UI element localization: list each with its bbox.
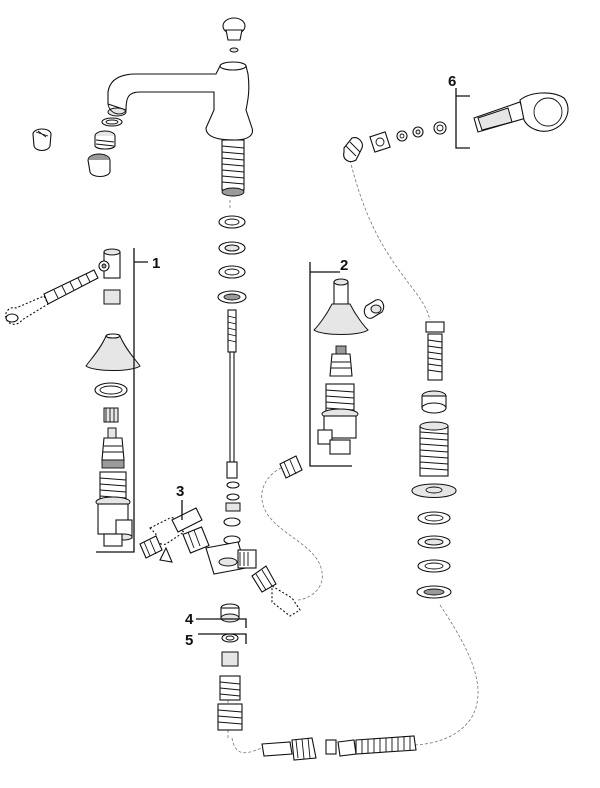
callout-3-label: 3 bbox=[176, 483, 184, 500]
hand-shower-parts bbox=[343, 92, 569, 163]
handle-assembly-1 bbox=[5, 248, 141, 547]
callout-5-label: 5 bbox=[185, 632, 193, 649]
callout-4: 4 bbox=[185, 611, 247, 628]
callout-2-label: 2 bbox=[340, 257, 348, 274]
hose-elbow-icon bbox=[343, 137, 363, 163]
cartridge-2-icon bbox=[329, 345, 353, 377]
popup-knob-icon bbox=[222, 17, 246, 53]
mount-nut-icon bbox=[421, 390, 447, 414]
cartridge-icon bbox=[101, 427, 125, 469]
spout-shank-icon bbox=[221, 139, 245, 197]
shower-mount-stack bbox=[411, 321, 457, 599]
hose-left-icon bbox=[139, 507, 203, 563]
callout-1-label: 1 bbox=[152, 255, 160, 272]
valve-body-icon bbox=[95, 471, 133, 547]
handle-adapter-icon bbox=[103, 289, 121, 305]
hose-nut-icon bbox=[279, 455, 303, 479]
handle-hub-icon bbox=[98, 248, 121, 279]
spout-icon bbox=[107, 61, 254, 141]
handle-assembly-2 bbox=[313, 278, 385, 455]
hand-shower-icon bbox=[473, 92, 569, 133]
coupling-icon bbox=[217, 651, 243, 731]
callout-6-label: 6 bbox=[448, 73, 456, 90]
aerator-housing-icon bbox=[87, 130, 116, 178]
callout-5: 5 bbox=[185, 632, 247, 649]
coupling-nut-icon bbox=[369, 131, 391, 153]
rod-fittings bbox=[223, 481, 241, 545]
connector-stack bbox=[217, 603, 243, 731]
lever-handle-icon bbox=[5, 269, 99, 325]
callout-6: 6 bbox=[448, 73, 470, 149]
spout-assembly bbox=[107, 17, 254, 545]
escutcheon-icon bbox=[85, 333, 141, 371]
mount-shank-icon bbox=[419, 421, 449, 477]
washer-5-icon bbox=[221, 633, 239, 643]
o-ring-icon bbox=[94, 382, 128, 398]
handle-hub-2-icon bbox=[333, 278, 349, 305]
handle-cap-icon bbox=[363, 299, 385, 319]
spline-adapter-icon bbox=[103, 407, 119, 423]
popup-rod-icon bbox=[226, 309, 238, 479]
tee-assembly bbox=[139, 507, 301, 617]
callout-3: 3 bbox=[176, 483, 184, 520]
spout-washer-stack bbox=[217, 215, 247, 304]
aerator-screen-icon bbox=[32, 128, 52, 152]
callout-2: 2 bbox=[309, 257, 352, 467]
aerator-parts bbox=[32, 117, 123, 178]
nut-4-icon bbox=[220, 603, 240, 623]
shower-hose-bottom bbox=[261, 735, 417, 761]
mount-washers-icon bbox=[416, 511, 452, 599]
mount-flange-icon bbox=[411, 483, 457, 498]
small-washers-icon bbox=[396, 121, 447, 142]
valve-body-2-icon bbox=[317, 383, 359, 455]
hose-right-icon bbox=[251, 565, 301, 617]
callout-1: 1 bbox=[96, 248, 160, 553]
callout-4-label: 4 bbox=[185, 611, 194, 628]
tee-connector-icon bbox=[182, 526, 257, 575]
hose-connector-icon bbox=[425, 321, 445, 381]
escutcheon-2-icon bbox=[313, 303, 369, 335]
aerator-washer-icon bbox=[101, 117, 123, 127]
